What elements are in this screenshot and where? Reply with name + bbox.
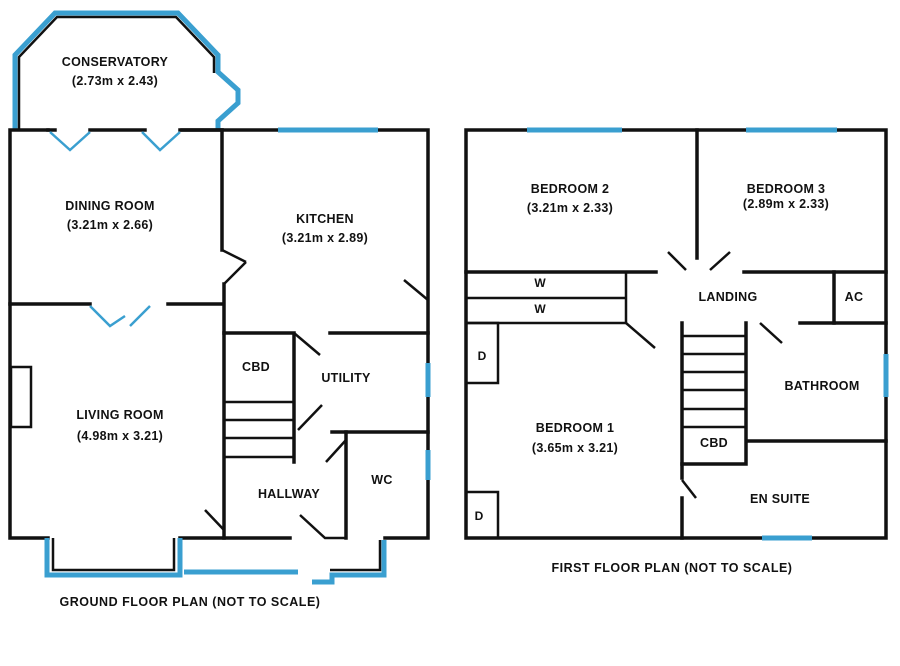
bedroom1-door [625,322,656,349]
bedroom2-label: BEDROOM 2 [531,182,609,196]
ground-outer-wall [8,128,430,540]
conservatory-glazing [12,10,241,130]
bathroom-door [759,322,783,344]
bedroom2-door [667,251,687,271]
bathroom-label: BATHROOM [784,379,859,393]
utility-door [293,332,321,356]
landing-label: LANDING [698,290,757,304]
first-floor-plan: BEDROOM 2 (3.21m x 2.33) BEDROOM 3 (2.89… [464,127,889,575]
living-room-size: (4.98m x 3.21) [77,429,163,443]
ac-label: AC [845,290,864,304]
conservatory-size: (2.73m x 2.43) [72,74,158,88]
hallway-label: HALLWAY [258,487,320,501]
living-bay-window [44,538,183,578]
bedroom3-size: (2.89m x 2.33) [743,197,829,211]
fireplace [9,365,33,429]
first-floor-caption: FIRST FLOOR PLAN (NOT TO SCALE) [552,561,793,575]
conservatory-frame [17,15,216,130]
living-room-label: LIVING ROOM [76,408,163,422]
living-hall-door [204,509,225,531]
living-bay-frame [51,538,176,572]
ground-stairs [224,400,294,459]
stair-wall [680,321,748,466]
utility-label: UTILITY [321,371,371,385]
dining-room-size: (3.21m x 2.66) [67,218,153,232]
first-stairs [682,334,746,429]
bedroom2-size: (3.21m x 2.33) [527,201,613,215]
d-cupboard-lower [464,490,500,540]
front-door [299,514,346,540]
kitchen-utility-door [403,279,429,301]
ensuite-label: EN SUITE [750,492,810,506]
bedroom3-door [709,251,731,271]
living-door-right [129,305,151,327]
conservatory-door-left [49,131,91,152]
kitchen-label: KITCHEN [296,212,354,226]
d-lower-label: D [475,509,484,523]
d-upper-label: D [478,349,487,363]
wc-door [325,439,347,463]
d-cupboard-upper [464,321,500,385]
first-cbd-label: CBD [700,436,728,450]
living-door-left [89,305,126,328]
ground-floor-caption: GROUND FLOOR PLAN (NOT TO SCALE) [60,595,321,609]
wardrobe-boxes [466,272,628,325]
utility-door-2 [297,404,323,431]
cbd-box [222,331,296,464]
conservatory-label: CONSERVATORY [62,55,169,69]
ensuite-door [681,479,697,499]
bedroom3-label: BEDROOM 3 [747,182,825,196]
bedroom1-size: (3.65m x 3.21) [532,441,618,455]
ground-cbd-label: CBD [242,360,270,374]
ground-floor-plan: CONSERVATORY (2.73m x 2.43) DINING ROOM … [8,10,431,609]
porch-frame [330,540,382,572]
conservatory-door-right [141,131,181,152]
porch-outline [312,540,387,585]
kitchen-door [221,248,247,264]
kitchen-size: (3.21m x 2.89) [282,231,368,245]
kitchen-door-2 [223,261,247,285]
wardrobe-upper-label: W [534,276,546,290]
dining-room-label: DINING ROOM [65,199,154,213]
wardrobe-lower-label: W [534,302,546,316]
wc-label: WC [371,473,392,487]
bedroom1-label: BEDROOM 1 [536,421,614,435]
